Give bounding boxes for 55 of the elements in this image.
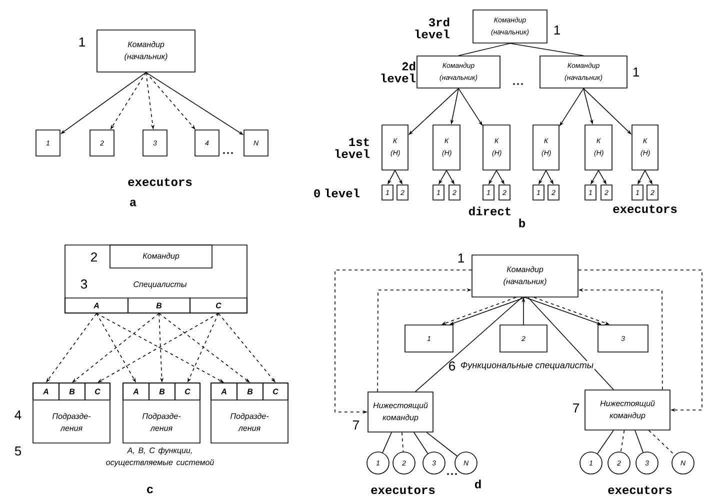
level-label: 0 level [314, 188, 360, 198]
panel-letter: c [147, 486, 153, 494]
function-cell: A [210, 382, 238, 400]
caption: Функциональные специалисты [460, 360, 594, 372]
function-cell: B [58, 382, 86, 400]
commander-box: Командир (начальник) [96, 30, 196, 72]
connector-line [402, 432, 404, 452]
function-cell: A [64, 298, 128, 314]
connector-line [648, 430, 676, 456]
callout-number: 6 [449, 361, 456, 371]
function-cell: B [148, 382, 176, 400]
commander-box: Нижестоящий командир [584, 390, 670, 430]
panel-letter: d [474, 480, 481, 488]
callout-number: 1 [633, 68, 639, 76]
panel-letter: b [519, 218, 526, 228]
function-cell: C [84, 382, 110, 400]
callout-number: 7 [353, 420, 359, 430]
connector-line [510, 43, 584, 56]
caption: executors [608, 486, 672, 494]
connector-line [414, 432, 428, 454]
connector-line [426, 432, 458, 456]
connector-line [620, 430, 625, 452]
commander-box: Командир (начальник) [472, 254, 578, 298]
connector-line [528, 297, 614, 390]
caption: direct [468, 206, 510, 216]
connector-line [634, 430, 644, 453]
connector-line [458, 43, 510, 56]
callout-number: 1 [79, 38, 85, 46]
function-cell: B [236, 382, 264, 400]
commander-box: Нижестоящий командир [368, 392, 434, 432]
caption: A, B, C функции, осуществляемые системой [106, 447, 214, 467]
callout-number: 1 [554, 26, 560, 34]
panel-letter: a [130, 200, 136, 206]
callout-number: 3 [80, 279, 88, 289]
arrow [578, 270, 702, 412]
commander-box: Командир [110, 244, 212, 268]
callout-number: 1 [458, 254, 464, 262]
connector-line [382, 432, 392, 453]
callout-number: 7 [573, 404, 579, 412]
function-cell: A [32, 382, 60, 400]
callout-number: 5 [14, 446, 22, 456]
caption: executors [128, 178, 192, 186]
function-cell: A [122, 382, 150, 400]
level-label: 1st level [335, 138, 370, 158]
function-cell: C [190, 298, 248, 314]
callout-number: 2 [91, 252, 97, 262]
caption: executors [371, 486, 435, 494]
level-label: 3rd level [415, 18, 450, 38]
function-cell: C [174, 382, 200, 400]
connector-line [597, 430, 614, 454]
callout-number: 4 [14, 410, 22, 420]
function-cell: C [262, 382, 288, 400]
connector-line [415, 297, 522, 392]
function-cell: B [128, 298, 190, 314]
caption: executors [613, 204, 677, 214]
